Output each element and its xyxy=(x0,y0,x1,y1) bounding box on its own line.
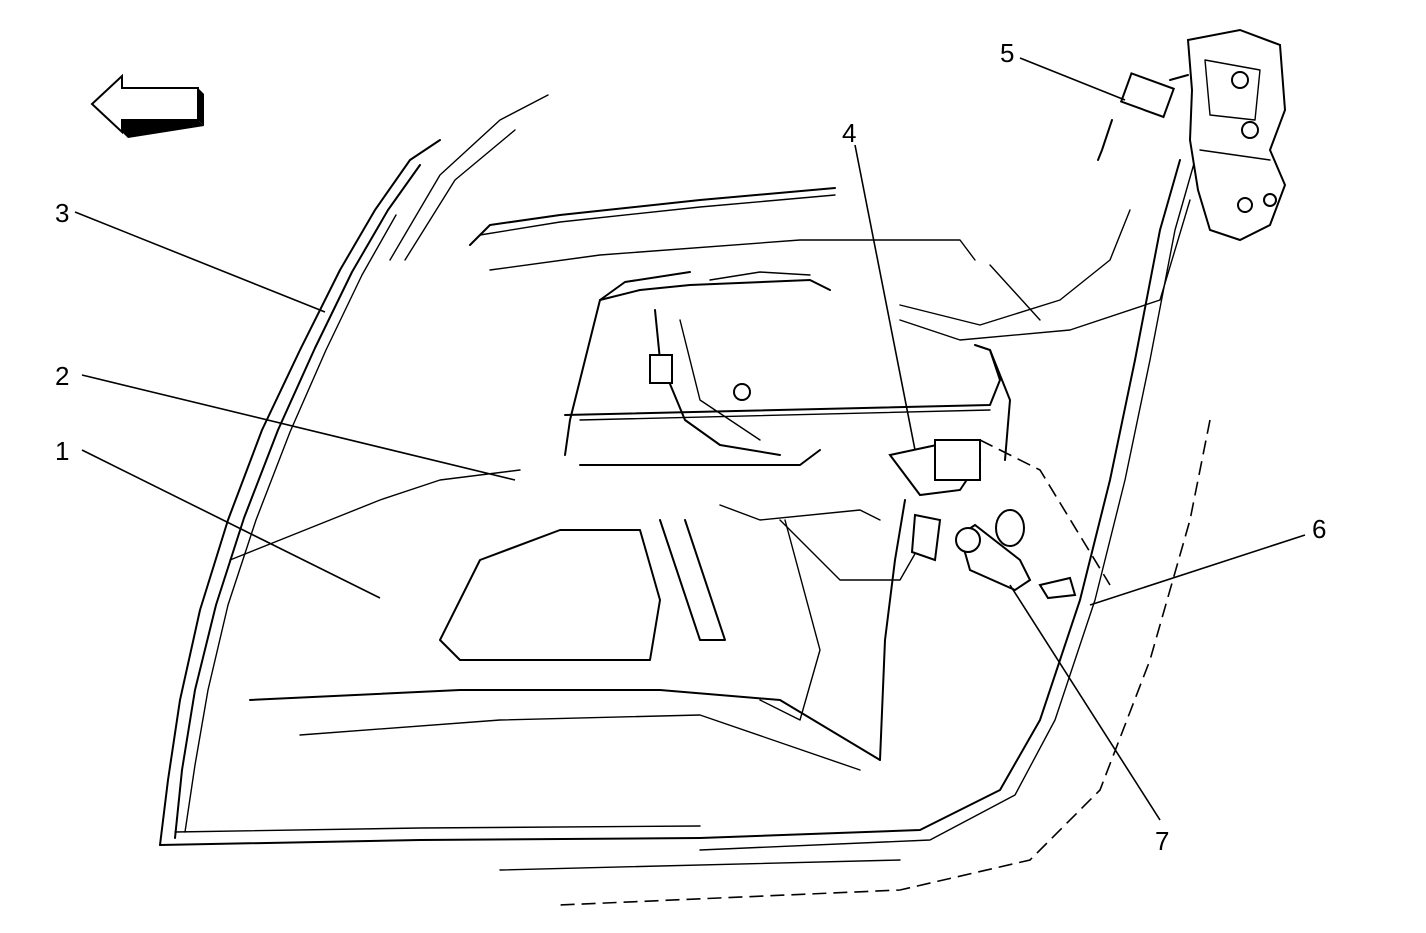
callout-4: 4 xyxy=(842,118,856,148)
door-outer-panel xyxy=(159,94,701,846)
callout-2: 2 xyxy=(55,361,69,391)
callout-6: 6 xyxy=(1312,514,1326,544)
door-inner-panel xyxy=(229,187,1011,771)
front-direction-arrow-icon xyxy=(90,73,204,138)
callout-3: 3 xyxy=(55,198,69,228)
callout-1: 1 xyxy=(55,436,69,466)
clip xyxy=(1038,576,1077,600)
wiring-harness xyxy=(779,199,1191,581)
door-latch-assembly xyxy=(1186,28,1287,242)
callout-leaders xyxy=(74,57,1306,821)
callout-labels: 1 2 3 4 5 6 7 xyxy=(55,38,1326,856)
callout-5: 5 xyxy=(1000,38,1014,68)
latch-connector xyxy=(1097,72,1189,161)
door-weatherstrip xyxy=(499,159,1211,906)
window-regulator xyxy=(599,271,831,456)
lock-cylinder xyxy=(955,509,1032,592)
callout-7: 7 xyxy=(1155,826,1169,856)
lock-actuator xyxy=(888,438,1111,586)
